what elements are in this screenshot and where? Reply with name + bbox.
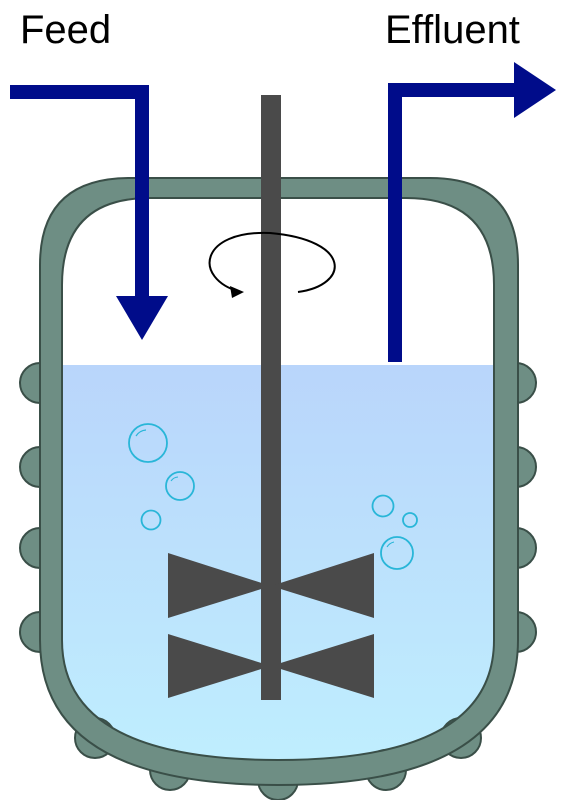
- rotation-arrow-icon: [208, 231, 336, 298]
- bubble-icon: [165, 471, 195, 501]
- impeller-blade: [168, 634, 271, 698]
- effluent-arrow-head: [514, 62, 556, 118]
- rotation-arrow-path: [208, 231, 336, 293]
- impeller-blade: [271, 634, 374, 698]
- impeller-blade: [271, 553, 374, 618]
- feed-arrow-head: [116, 296, 168, 340]
- feed-pipe: [10, 85, 149, 300]
- bubble-icon: [371, 494, 395, 518]
- bubble-icon: [140, 509, 162, 531]
- feed-label: Feed: [20, 8, 112, 52]
- effluent-pipe: [388, 83, 520, 362]
- bubbles: [128, 423, 418, 570]
- bubble-icon: [128, 423, 168, 463]
- bubble-icon: [380, 536, 414, 570]
- vessel-wall: [39, 177, 519, 787]
- agitator-shaft: [261, 95, 281, 700]
- impeller: [168, 553, 374, 698]
- rotation-arrow-head: [230, 286, 244, 298]
- impeller-blade: [168, 553, 271, 618]
- bubble-icon: [402, 512, 418, 528]
- effluent-label: Effluent: [385, 8, 520, 52]
